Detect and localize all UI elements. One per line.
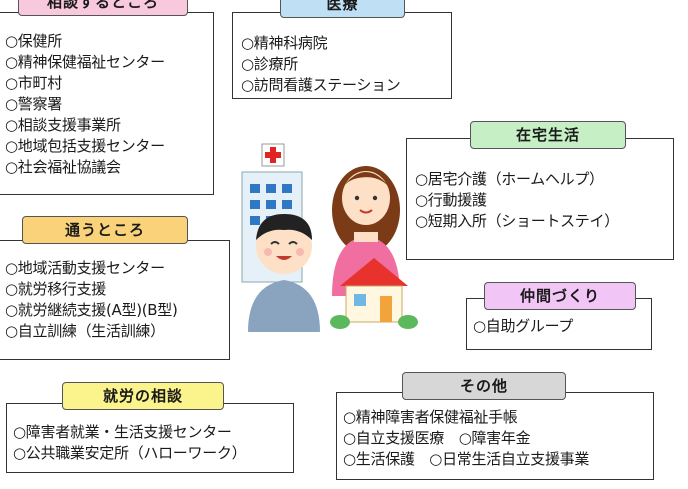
list-item: ○警察署 bbox=[5, 95, 62, 113]
medical-label: 医療 bbox=[280, 0, 405, 18]
medical-box: ○精神科病院 ○診療所 ○訪問看護ステーション bbox=[232, 12, 452, 99]
consult-label: 相談するところ bbox=[18, 0, 188, 16]
list-item: ○市町村 bbox=[5, 74, 62, 92]
list-item: ○保健所 bbox=[5, 32, 62, 50]
consult-box: ○保健所 ○精神保健福祉センター ○市町村 ○警察署 ○相談支援事業所 ○地域包… bbox=[0, 12, 214, 195]
other-label: その他 bbox=[402, 372, 566, 400]
employment-label: 就労の相談 bbox=[62, 382, 224, 410]
list-item: ○地域包括支援センター bbox=[5, 137, 165, 155]
list-item: ○就労移行支援 bbox=[5, 280, 106, 298]
home-life-label: 在宅生活 bbox=[470, 121, 626, 149]
commute-box: ○地域活動支援センター ○就労移行支援 ○就労継続支援(A型)(B型) ○自立訓… bbox=[0, 240, 230, 360]
list-item: ○短期入所（ショートステイ） bbox=[415, 212, 619, 230]
list-item: ○公共職業安定所（ハローワーク） bbox=[13, 444, 247, 462]
list-item: ○障害者就業・生活支援センター bbox=[13, 423, 232, 441]
list-item: ○精神障害者保健福祉手帳 bbox=[343, 408, 518, 426]
illustration-svg bbox=[241, 143, 418, 332]
house-icon bbox=[330, 258, 418, 329]
center-illustration bbox=[228, 136, 428, 336]
employment-list: ○障害者就業・生活支援センター ○公共職業安定所（ハローワーク） bbox=[13, 422, 293, 464]
medical-list: ○精神科病院 ○診療所 ○訪問看護ステーション bbox=[241, 33, 451, 96]
consult-list: ○保健所 ○精神保健福祉センター ○市町村 ○警察署 ○相談支援事業所 ○地域包… bbox=[5, 31, 213, 178]
list-item: ○訪問看護ステーション bbox=[241, 76, 401, 94]
list-item: ○社会福祉協議会 bbox=[5, 158, 121, 176]
list-item: ○就労継続支援(A型)(B型) bbox=[5, 301, 178, 319]
list-item: ○地域活動支援センター bbox=[5, 259, 165, 277]
commute-list: ○地域活動支援センター ○就労移行支援 ○就労継続支援(A型)(B型) ○自立訓… bbox=[5, 258, 229, 342]
list-item: ○自立訓練（生活訓練） bbox=[5, 322, 165, 340]
list-item: ○診療所 bbox=[241, 55, 298, 73]
commute-label: 通うところ bbox=[22, 216, 188, 244]
other-box: ○精神障害者保健福祉手帳 ○自立支援医療 ○障害年金 ○生活保護 ○日常生活自立… bbox=[336, 392, 654, 480]
list-item: ○自助グループ bbox=[473, 317, 574, 335]
man-icon bbox=[248, 214, 320, 332]
home-life-list: ○居宅介護（ホームヘルプ） ○行動援護 ○短期入所（ショートステイ） bbox=[415, 169, 673, 232]
peers-list: ○自助グループ bbox=[473, 316, 651, 337]
employment-box: ○障害者就業・生活支援センター ○公共職業安定所（ハローワーク） bbox=[6, 403, 294, 473]
list-item: ○行動援護 bbox=[415, 191, 487, 209]
list-item: ○精神科病院 bbox=[241, 34, 328, 52]
home-life-box: ○居宅介護（ホームヘルプ） ○行動援護 ○短期入所（ショートステイ） bbox=[406, 138, 674, 260]
list-item: ○精神保健福祉センター bbox=[5, 53, 165, 71]
list-item: ○居宅介護（ホームヘルプ） bbox=[415, 170, 604, 188]
list-item: ○生活保護 ○日常生活自立支援事業 bbox=[343, 450, 590, 468]
list-item: ○自立支援医療 ○障害年金 bbox=[343, 429, 531, 447]
list-item: ○相談支援事業所 bbox=[5, 116, 121, 134]
other-list: ○精神障害者保健福祉手帳 ○自立支援医療 ○障害年金 ○生活保護 ○日常生活自立… bbox=[343, 407, 653, 470]
peers-label: 仲間づくり bbox=[484, 282, 636, 310]
